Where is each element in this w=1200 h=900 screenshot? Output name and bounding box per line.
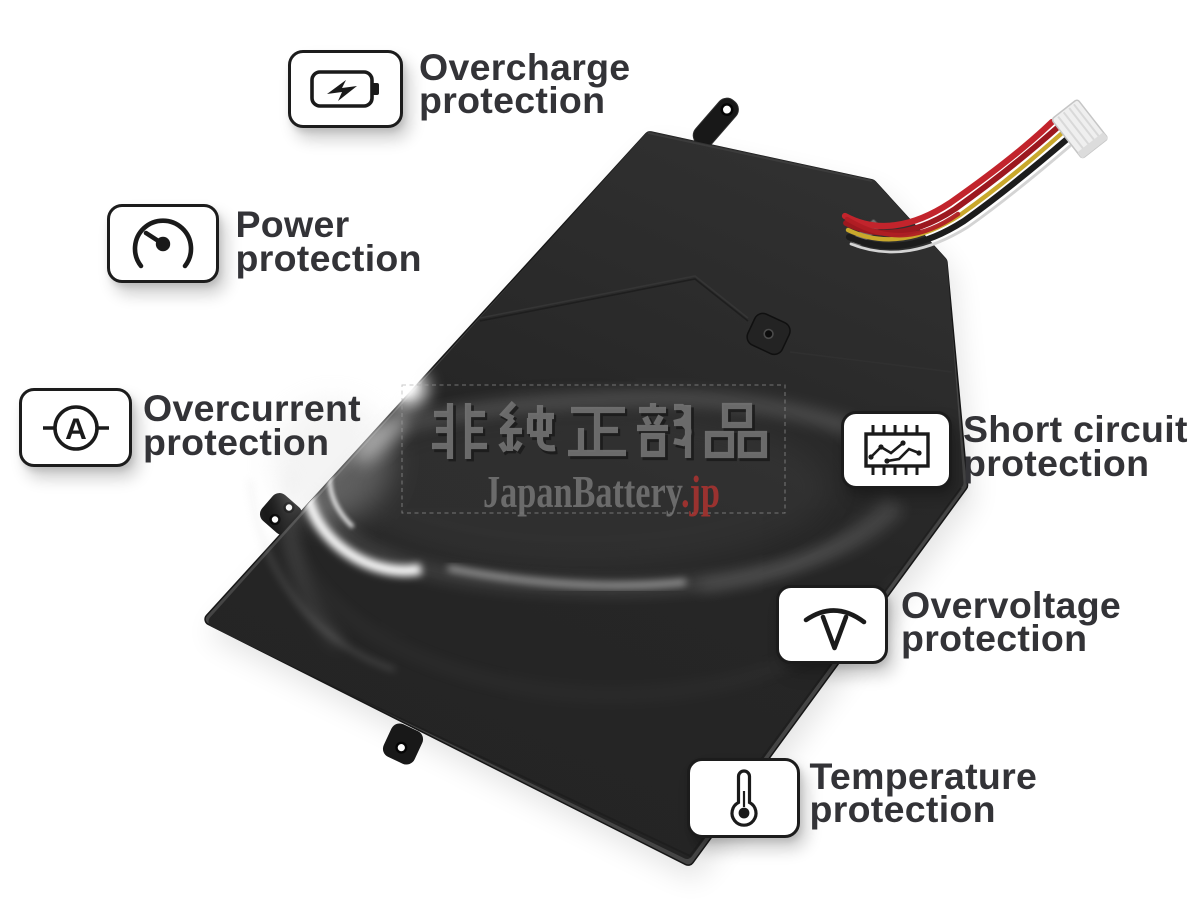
svg-text:A: A — [65, 413, 87, 446]
svg-text:JapanBattery.jp: JapanBattery.jp — [483, 467, 720, 517]
